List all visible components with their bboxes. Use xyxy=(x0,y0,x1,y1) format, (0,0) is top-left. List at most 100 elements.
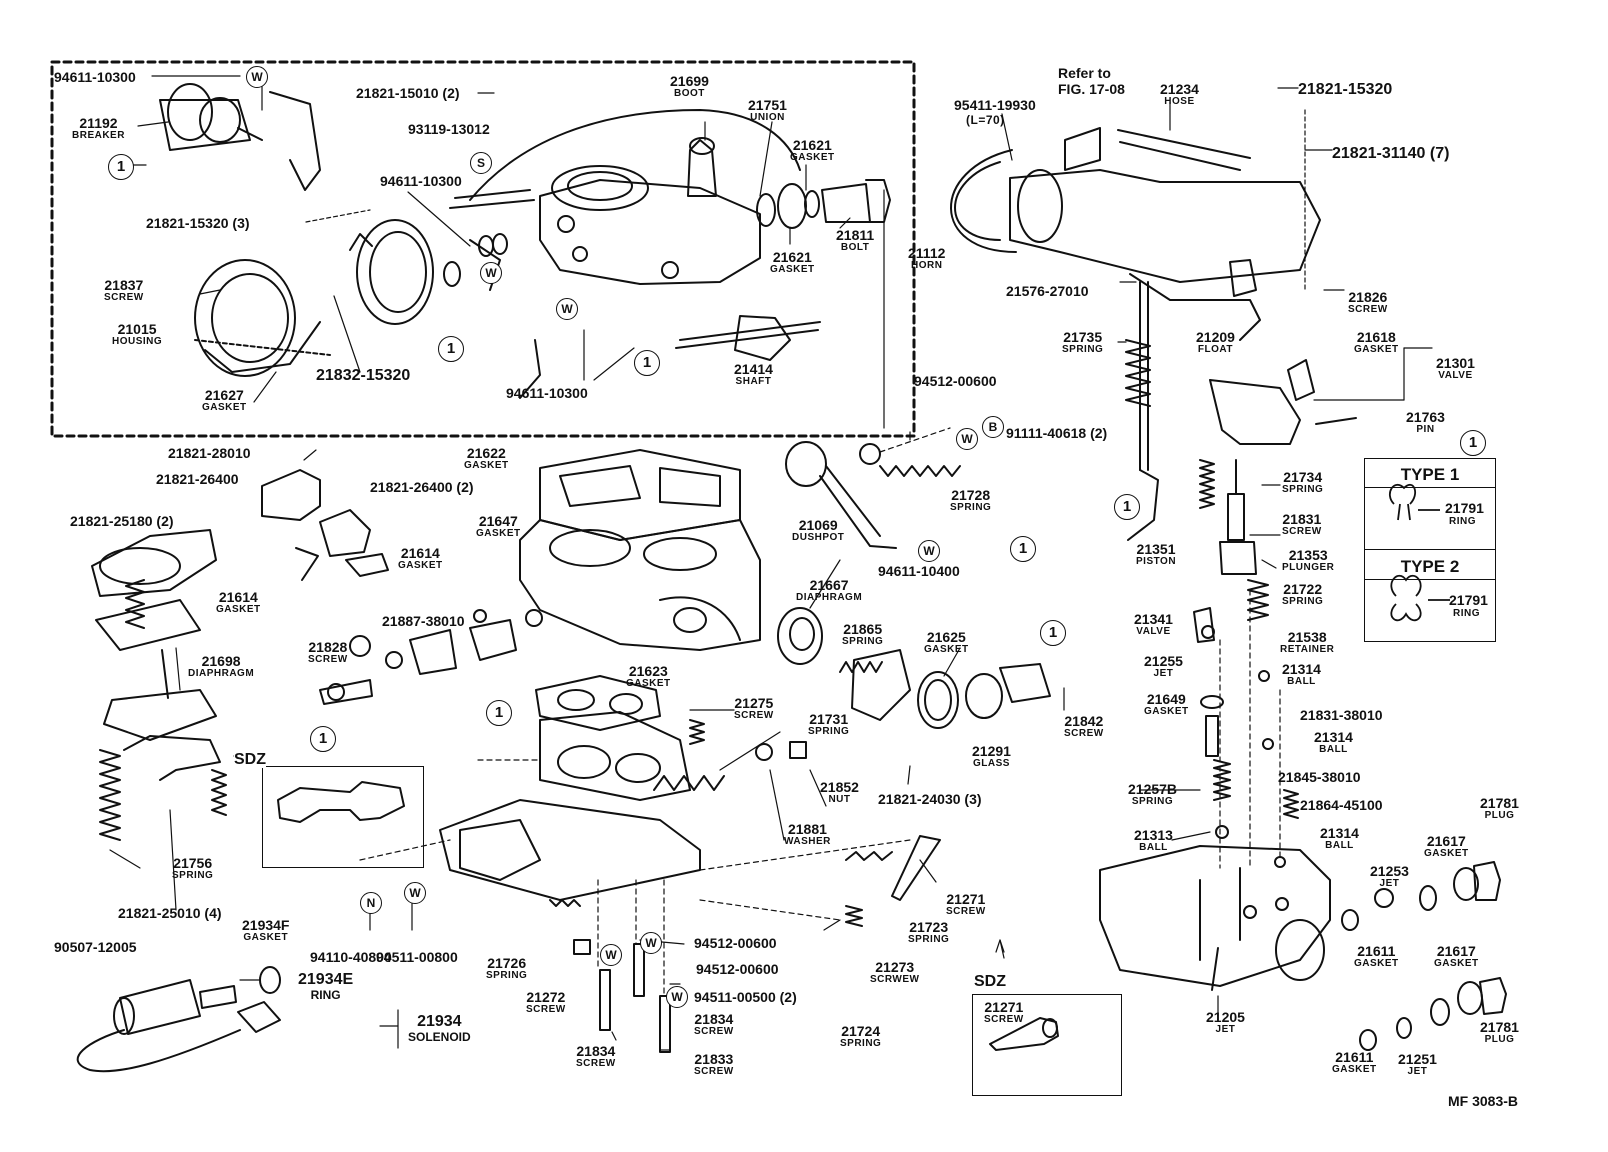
part-number: 21834 xyxy=(694,1011,734,1027)
part-name: GASKET xyxy=(464,460,509,471)
part-name: GLASS xyxy=(972,758,1010,769)
part-number: 94611-10400 xyxy=(878,563,960,579)
part-number: 21353 xyxy=(1288,547,1328,563)
float-bowl-part xyxy=(1099,845,1331,991)
part-name: GASKET xyxy=(770,264,815,275)
part-name: BALL xyxy=(1319,744,1348,755)
part-name: VALVE xyxy=(1438,370,1473,381)
part-name: SCREW xyxy=(734,710,774,721)
part-name: BOOT xyxy=(674,88,705,99)
w-marker: W xyxy=(556,298,578,320)
part-name: BALL xyxy=(1325,840,1354,851)
part-label-21864-45100: 21864-45100 xyxy=(1300,798,1383,812)
part-name: GASKET xyxy=(398,560,443,571)
ring-type-box: TYPE 1 TYPE 2 21791 RING 21791 RING xyxy=(1364,458,1496,642)
part-number: 21821-26400 (2) xyxy=(370,479,474,495)
part-number: 21934 xyxy=(417,1013,462,1030)
type2-part-name: RING xyxy=(1453,608,1480,619)
part-number: 21734 xyxy=(1283,469,1323,485)
part-name: SCREW xyxy=(1282,526,1322,537)
part-label-94512-00600: 94512-00600 xyxy=(914,374,997,388)
part-number: 21301 xyxy=(1436,355,1475,371)
part-name: BALL xyxy=(1287,676,1316,687)
callout-1-marker: 1 xyxy=(438,336,464,362)
part-name: JET xyxy=(1407,1066,1428,1077)
part-name: GASKET xyxy=(202,402,247,413)
part-number: 21414 xyxy=(734,361,773,377)
part-name: GASKET xyxy=(1144,706,1189,717)
part-number: 94511-00800 xyxy=(376,949,458,965)
float-assembly-part xyxy=(1127,281,1357,541)
part-label-94511-00500-2: 94511-00500 (2) xyxy=(694,990,797,1004)
part-number: 21751 xyxy=(748,97,787,113)
part-name: SPRING xyxy=(1282,596,1324,607)
part-name: SPRING xyxy=(172,870,214,881)
part-number: 21069 xyxy=(798,517,838,533)
part-label-21831-38010: 21831-38010 xyxy=(1300,708,1383,722)
part-label-21821-26400: 21821-26400 xyxy=(156,472,239,486)
part-number: 21821-15320 xyxy=(1298,81,1393,98)
part-label-21821-26400-2: 21821-26400 (2) xyxy=(370,480,474,494)
part-number: 21538 xyxy=(1287,629,1327,645)
part-number: 21291 xyxy=(972,743,1011,759)
part-number: 21831 xyxy=(1282,511,1322,527)
type2-heading: TYPE 2 xyxy=(1400,557,1460,576)
part-label-21821-31140-7: 21821-31140 (7) xyxy=(1332,146,1449,162)
breaker-part xyxy=(159,83,321,191)
part-name: GASKET xyxy=(1424,848,1469,859)
part-number: 94512-00600 xyxy=(914,373,997,389)
part-label-21845-38010: 21845-38010 xyxy=(1278,770,1361,784)
part-name: BALL xyxy=(1139,842,1168,853)
part-name: SCREW xyxy=(576,1058,616,1069)
part-number: 21625 xyxy=(926,629,966,645)
part-number: 21617 xyxy=(1436,943,1476,959)
plugs-jets-part xyxy=(1193,459,1507,1051)
part-number: 21209 xyxy=(1196,329,1235,345)
part-number: 21205 xyxy=(1206,1009,1245,1025)
part-label-94611-10300: 94611-10300 xyxy=(380,174,462,188)
part-number: 21272 xyxy=(526,989,566,1005)
part-number: 21811 xyxy=(836,227,875,243)
part-number: 21234 xyxy=(1160,81,1199,97)
part-number: 21314 xyxy=(1282,661,1321,677)
part-number: 21763 xyxy=(1406,409,1445,425)
part-number: 21821-15010 (2) xyxy=(356,85,460,101)
leader-lines xyxy=(109,75,1433,1051)
part-number: 94611-10300 xyxy=(506,385,588,401)
part-number: 21735 xyxy=(1063,329,1103,345)
springs-part xyxy=(99,339,1299,927)
part-label-21821-15320-3: 21821-15320 (3) xyxy=(146,216,250,230)
sdz-label-left: SDZ xyxy=(234,751,266,768)
part-name: NUT xyxy=(828,794,851,805)
part-name: PISTON xyxy=(1136,556,1177,567)
part-label-91111-40618-2: 91111-40618 (2) xyxy=(1006,426,1107,440)
w-marker: W xyxy=(666,986,688,1008)
part-number: 21821-25180 (2) xyxy=(70,513,174,529)
part-number: 93119-13012 xyxy=(408,121,490,137)
part-name: GASKET xyxy=(1332,1064,1377,1075)
part-label-95411-19930: 95411-19930 xyxy=(954,98,1036,112)
w-marker: W xyxy=(480,262,502,284)
